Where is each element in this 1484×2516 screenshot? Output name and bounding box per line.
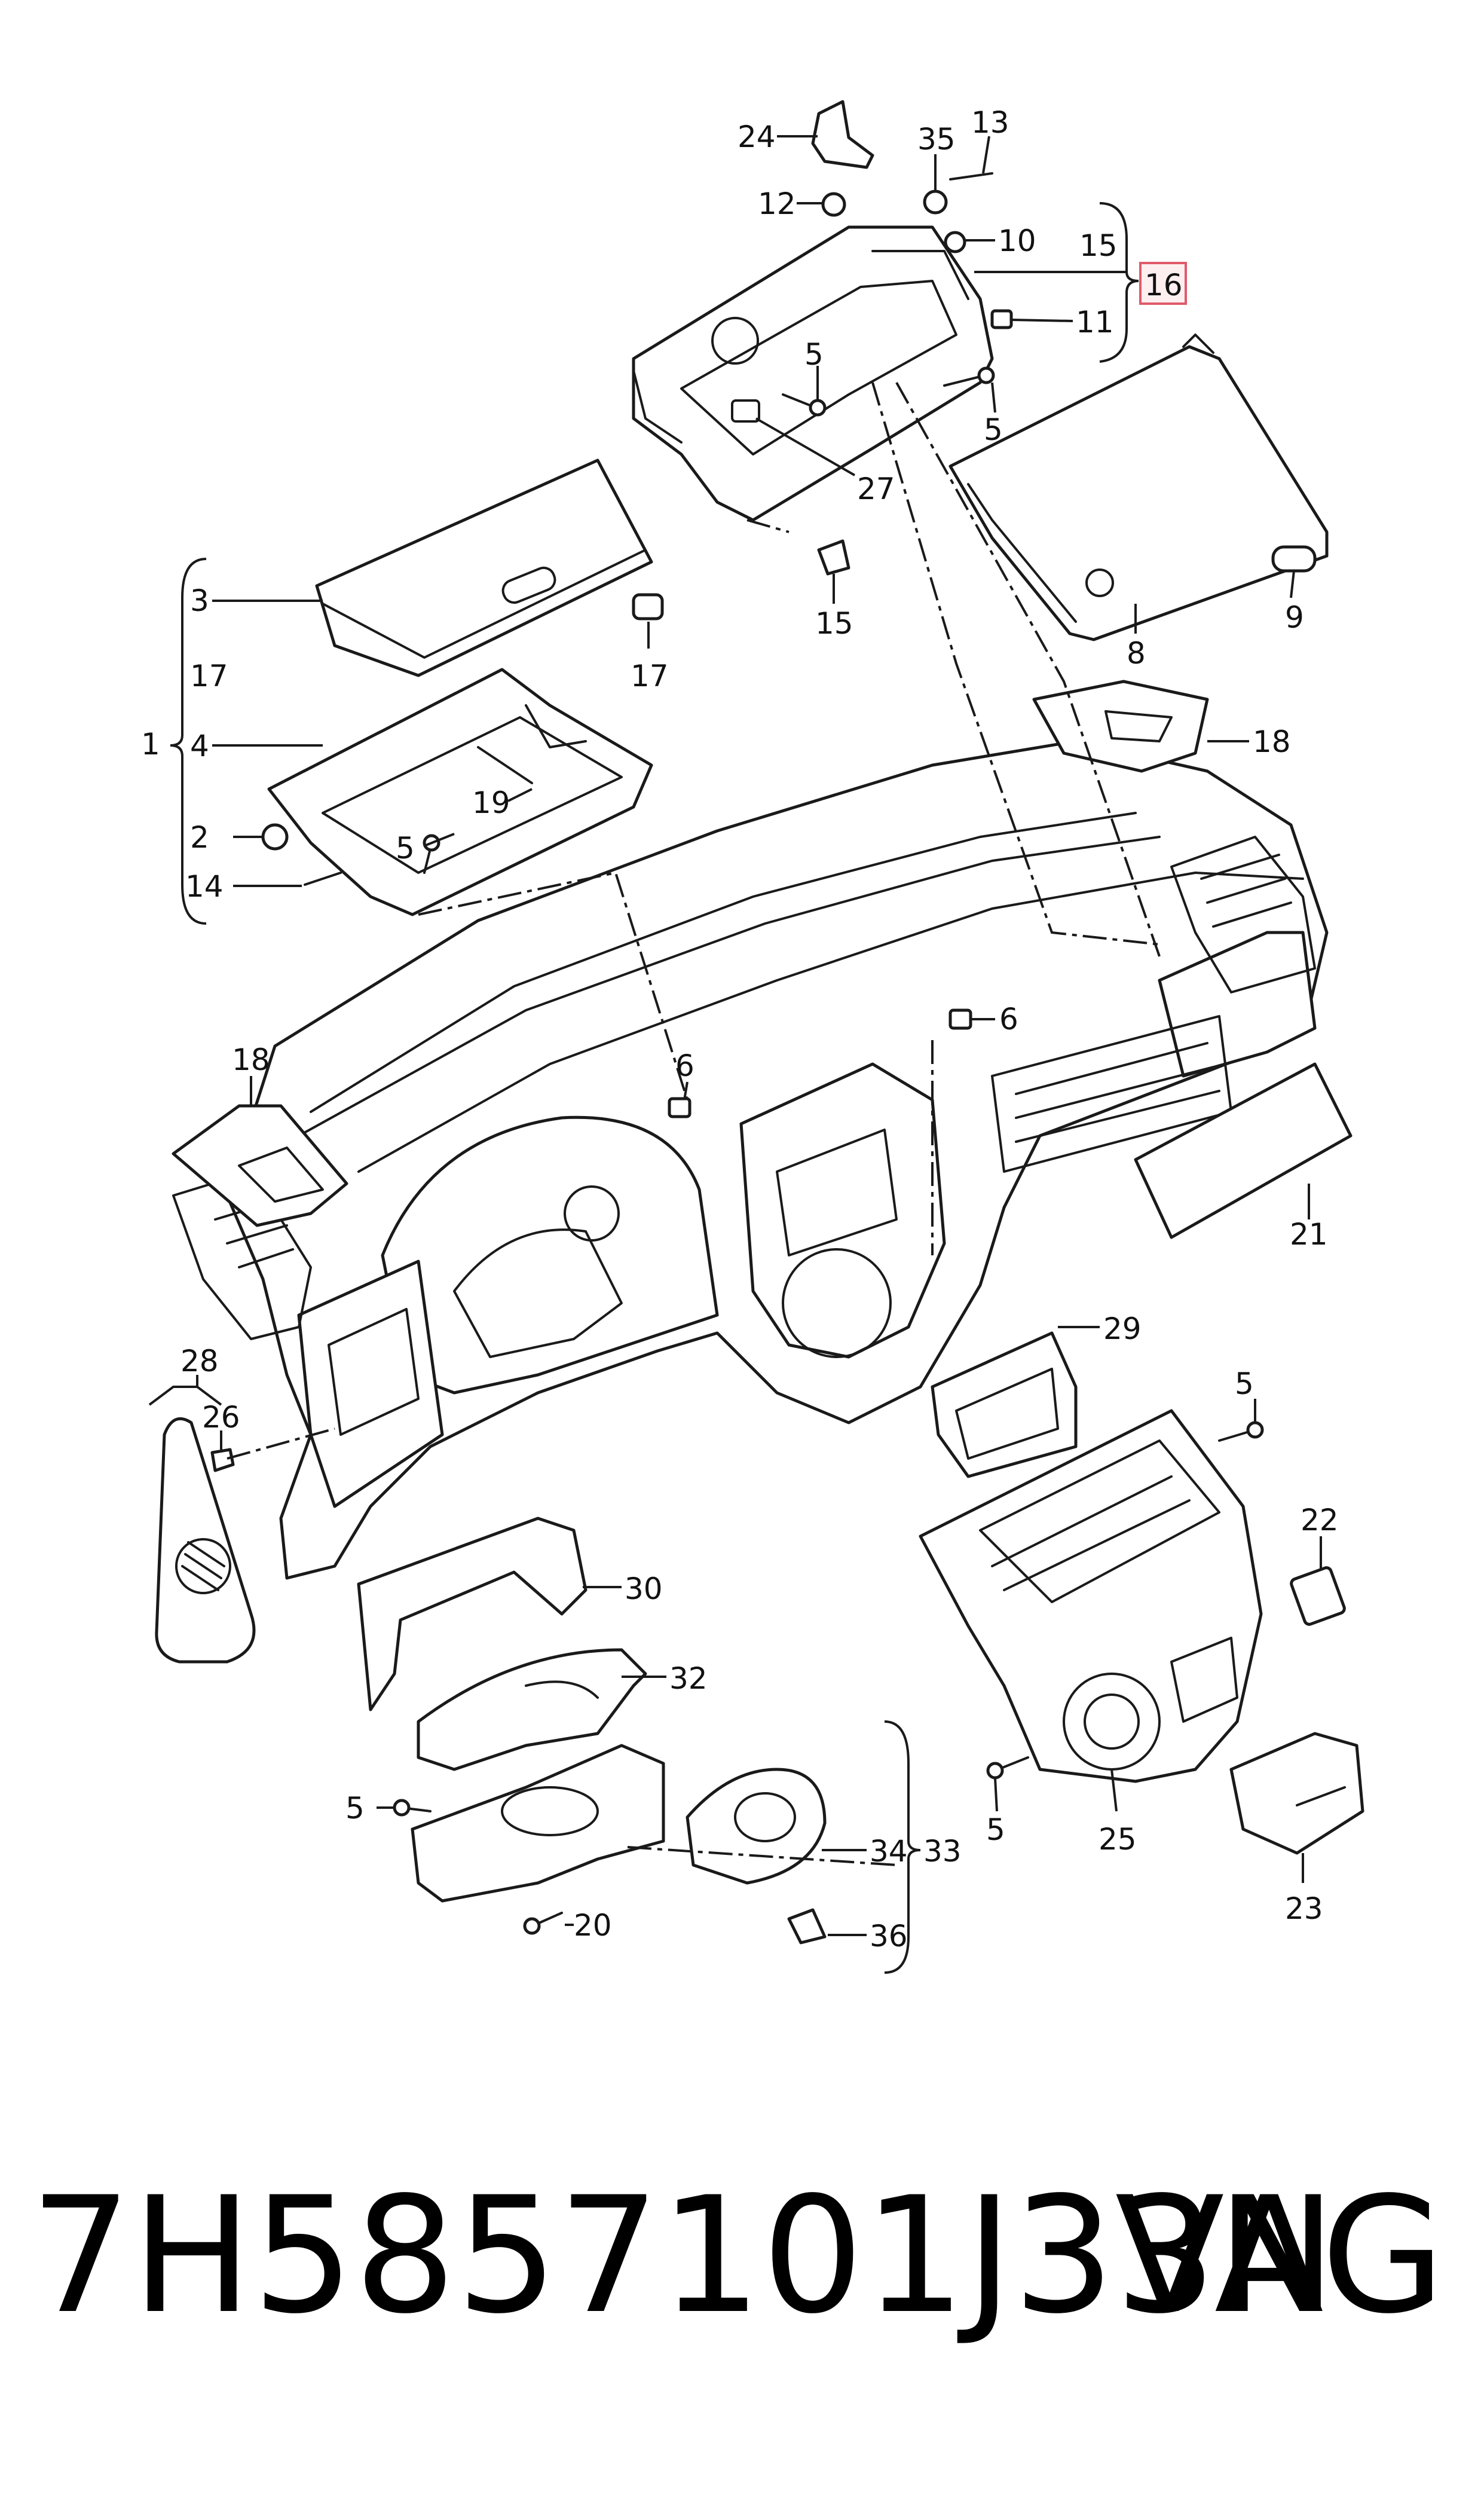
callout-28: 28	[180, 1344, 219, 1378]
dashboard-carrier	[172, 739, 1329, 1580]
callout-20: 20	[574, 1908, 612, 1943]
ashtray-module	[1229, 1732, 1364, 1855]
callout-17a: 17	[190, 659, 228, 693]
callout-24: 24	[738, 120, 776, 154]
steering-column-bracket	[357, 1517, 588, 1711]
ignition-trim-ring	[686, 1768, 827, 1885]
glove-box-lid	[948, 334, 1329, 641]
callout-29: 29	[1103, 1312, 1142, 1346]
group-braces	[170, 202, 1139, 1974]
callout-labels: 1 2 3 4 5 5 5 5 5 5 6 6 8 9 10 11 12 13 …	[141, 105, 1339, 1954]
callout-19: 19	[472, 785, 510, 820]
callout-27: 27	[857, 472, 895, 506]
callout-6b: 6	[675, 1048, 694, 1083]
callout-1: 1	[141, 727, 160, 762]
storage-lid	[315, 458, 653, 677]
callout-34: 34	[870, 1834, 908, 1869]
switch-blank	[1290, 1566, 1346, 1626]
brand-name: VAG	[1115, 2163, 1446, 2349]
callout-35: 35	[917, 122, 956, 157]
part-number: 7H5857101J33N	[30, 2163, 1337, 2349]
callout-13: 13	[971, 105, 1009, 140]
callout-15a: 15	[1079, 228, 1118, 263]
callout-22: 22	[1301, 1503, 1339, 1537]
airbag-cover	[1134, 1062, 1353, 1239]
callout-33: 33	[923, 1834, 962, 1869]
footer: 7H5857101J33N VAG	[0, 2176, 1484, 2355]
callout-10: 10	[998, 224, 1036, 258]
callout-32: 32	[669, 1661, 708, 1696]
callout-36: 36	[870, 1919, 908, 1954]
callout-5a: 5	[804, 337, 824, 372]
assembly-lines	[227, 382, 1161, 1866]
clip	[787, 1908, 827, 1945]
callout-9: 9	[1285, 600, 1304, 635]
highlight-box	[1139, 262, 1187, 305]
callout-6a: 6	[999, 1002, 1018, 1037]
callout-4: 4	[190, 729, 209, 763]
callout-12: 12	[758, 187, 796, 221]
right-vent-grille	[1032, 680, 1209, 773]
callout-30: 30	[625, 1572, 663, 1606]
upper-column-trim	[417, 1648, 647, 1771]
callout-8: 8	[1127, 636, 1146, 671]
glovebox-housing	[632, 225, 994, 522]
leader-lines	[148, 135, 1322, 1936]
callout-14: 14	[185, 869, 224, 904]
centre-console-panel	[919, 1409, 1263, 1783]
callout-18a: 18	[1253, 724, 1291, 759]
callout-23: 23	[1285, 1891, 1323, 1926]
callout-17b: 17	[631, 659, 669, 693]
storage-compartment	[267, 668, 653, 916]
callout-5d: 5	[1235, 1366, 1254, 1401]
callout-5f: 5	[345, 1791, 365, 1826]
left-vent-grille	[172, 1104, 348, 1227]
callout-26: 26	[202, 1400, 240, 1435]
callout-16: 16	[1145, 268, 1183, 302]
radio-frame	[931, 1331, 1078, 1478]
callout-18b: 18	[232, 1043, 270, 1077]
callout-2: 2	[190, 820, 209, 855]
callout-21: 21	[1290, 1217, 1328, 1252]
callout-5c: 5	[396, 831, 415, 866]
callout-3: 3	[190, 583, 209, 618]
callout-11: 11	[1076, 305, 1114, 340]
callout-15b: 15	[815, 606, 853, 641]
lower-column-trim	[411, 1744, 665, 1903]
callout-25: 25	[1099, 1822, 1137, 1857]
a-pillar-trim	[155, 1417, 256, 1664]
callout-5e: 5	[986, 1812, 1005, 1847]
callout-5b: 5	[984, 412, 1003, 447]
